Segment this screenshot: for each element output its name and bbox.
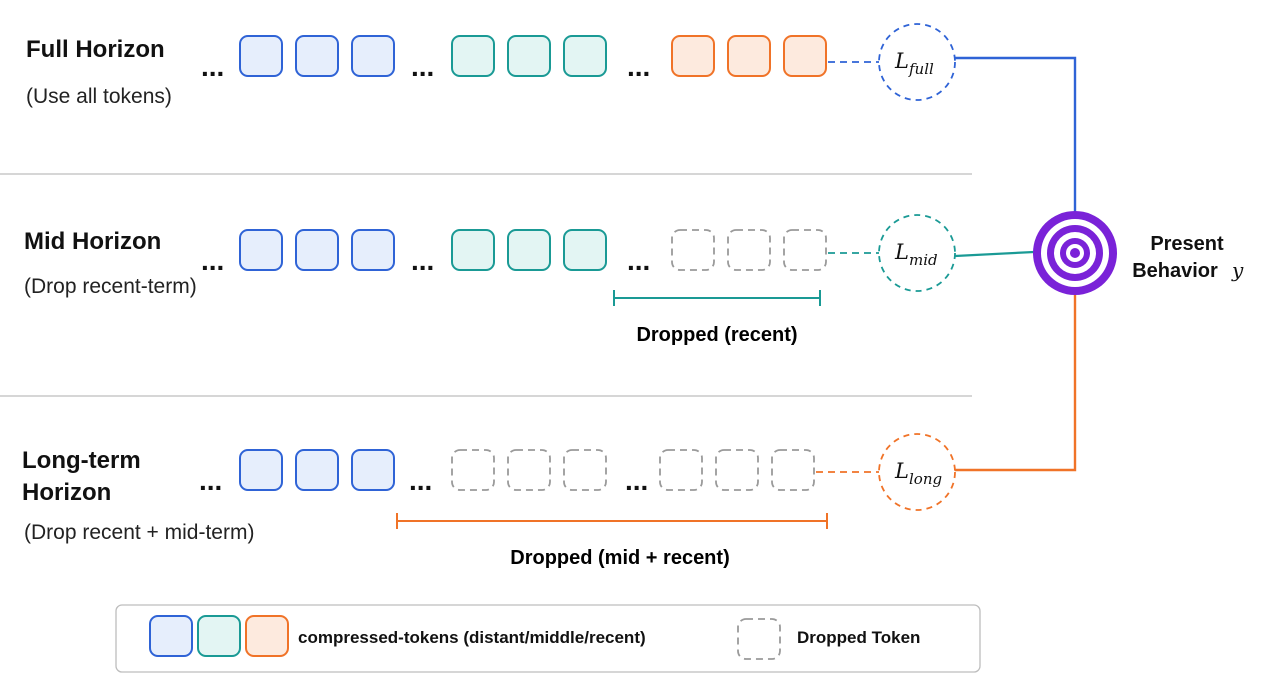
row-title-long-line2: Horizon <box>22 479 111 506</box>
loss-circle <box>878 23 956 101</box>
legend-dropped-swatch <box>737 618 781 660</box>
distant-token <box>295 449 339 491</box>
dropped-token <box>715 449 759 491</box>
ellipsis-text: ... <box>411 51 434 82</box>
loss-subscript: full <box>908 60 934 78</box>
dropped-token <box>563 449 607 491</box>
distant-token <box>295 35 339 77</box>
row-title-long-line1: Long-term <box>22 447 141 474</box>
loss-subscript: mid <box>909 251 938 269</box>
loss-subscript: long <box>909 470 942 488</box>
dropped-token <box>771 449 815 491</box>
row-subtitle-mid: (Drop recent-term) <box>24 275 197 298</box>
dropped-token <box>507 449 551 491</box>
ellipsis-text: ... <box>201 51 224 82</box>
loss-label: L <box>894 459 909 483</box>
middle-token <box>507 229 551 271</box>
legend-compressed-label: compressed-tokens (distant/middle/recent… <box>298 628 646 647</box>
ellipsis-text: ... <box>201 245 224 276</box>
ellipsis-text: ... <box>411 245 434 276</box>
drop-label-mid: Dropped (recent) <box>636 324 797 346</box>
legend-recent-swatch <box>245 615 289 657</box>
recent-token <box>727 35 771 77</box>
middle-token <box>563 229 607 271</box>
distant-token <box>295 229 339 271</box>
recent-token <box>783 35 827 77</box>
row-title-full: Full Horizon <box>26 36 165 63</box>
dropped-token <box>783 229 827 271</box>
middle-token <box>451 35 495 77</box>
ellipsis-text: ... <box>625 465 648 496</box>
distant-token <box>239 35 283 77</box>
long-connector <box>955 294 1077 472</box>
distant-token <box>239 229 283 271</box>
target-center <box>1070 248 1080 258</box>
target-label-line1: Present <box>1150 233 1224 255</box>
middle-token <box>507 35 551 77</box>
ellipsis-text: ... <box>199 465 222 496</box>
dropped-token <box>671 229 715 271</box>
loss-circle <box>878 214 956 292</box>
distant-token <box>351 449 395 491</box>
recent-token <box>671 35 715 77</box>
distant-token <box>351 229 395 271</box>
dropped-token <box>727 229 771 271</box>
ellipsis-text: ... <box>409 465 432 496</box>
ellipsis-text: ... <box>627 51 650 82</box>
target-label-line2: Behavior <box>1132 260 1218 282</box>
middle-token <box>451 229 495 271</box>
row-title-mid: Mid Horizon <box>24 228 161 255</box>
loss-circle <box>878 433 956 511</box>
legend-dropped-label: Dropped Token <box>797 628 920 647</box>
loss-label: L <box>894 240 909 264</box>
loss-label: L <box>894 49 909 73</box>
middle-token <box>563 35 607 77</box>
dropped-token <box>451 449 495 491</box>
full-connector <box>955 56 1077 212</box>
row-subtitle-full: (Use all tokens) <box>26 85 172 108</box>
legend-middle-swatch <box>197 615 241 657</box>
drop-label-long: Dropped (mid + recent) <box>510 547 729 569</box>
distant-token <box>239 449 283 491</box>
distant-token <box>351 35 395 77</box>
mid-connector <box>954 250 1035 258</box>
legend-distant-swatch <box>149 615 193 657</box>
row-subtitle-long: (Drop recent + mid-term) <box>24 521 254 544</box>
ellipsis-text: ... <box>627 245 650 276</box>
target-variable: y <box>1231 258 1244 282</box>
dropped-token <box>659 449 703 491</box>
